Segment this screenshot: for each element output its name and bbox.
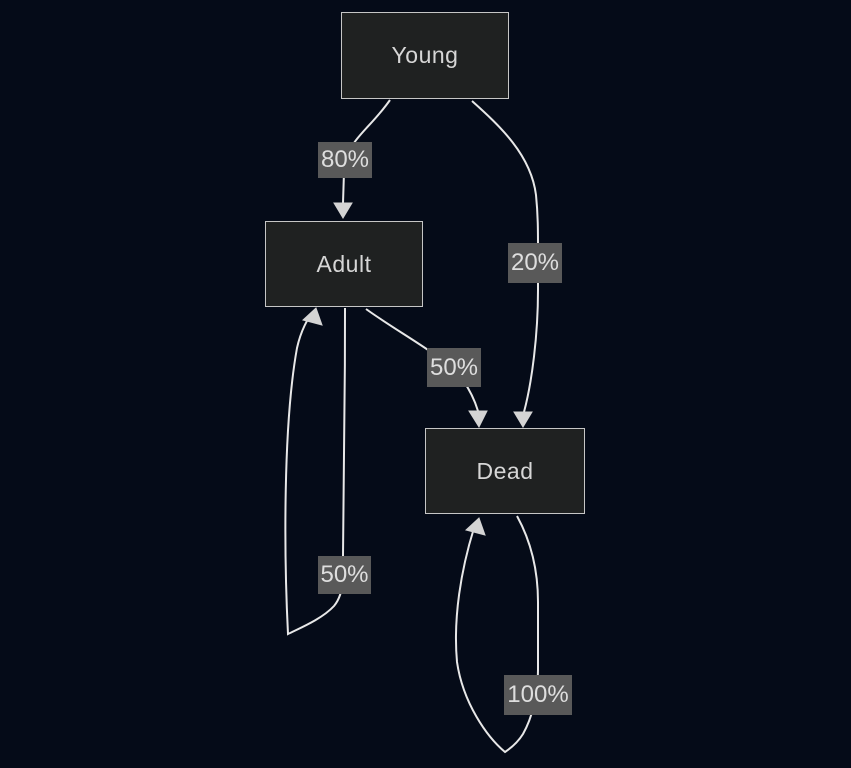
edge-dead-self-loop [454,515,539,754]
edge-label-adult-dead: 50% [427,348,481,387]
node-dead: Dead [425,428,585,514]
edge-label-young-adult: 80% [318,142,372,178]
node-young: Young [341,12,509,99]
edge-young-to-dead [471,100,539,413]
node-dead-label: Dead [476,457,534,484]
edge-label-dead-self: 100% [504,675,572,715]
edge-label-young-dead: 20% [508,243,562,283]
node-young-label: Young [391,42,459,68]
arrowhead-young-to-adult [333,202,353,219]
edge-label-adult-self: 50% [318,556,371,594]
arrowhead-dead-self-loop [464,517,486,536]
arrowhead-young-to-dead [513,411,533,428]
edge-adult-self-loop [284,307,346,636]
node-adult: Adult [265,221,423,307]
arrowhead-adult-to-dead [468,410,488,429]
arrowhead-adult-self-loop [301,307,323,326]
node-adult-label: Adult [316,250,372,277]
